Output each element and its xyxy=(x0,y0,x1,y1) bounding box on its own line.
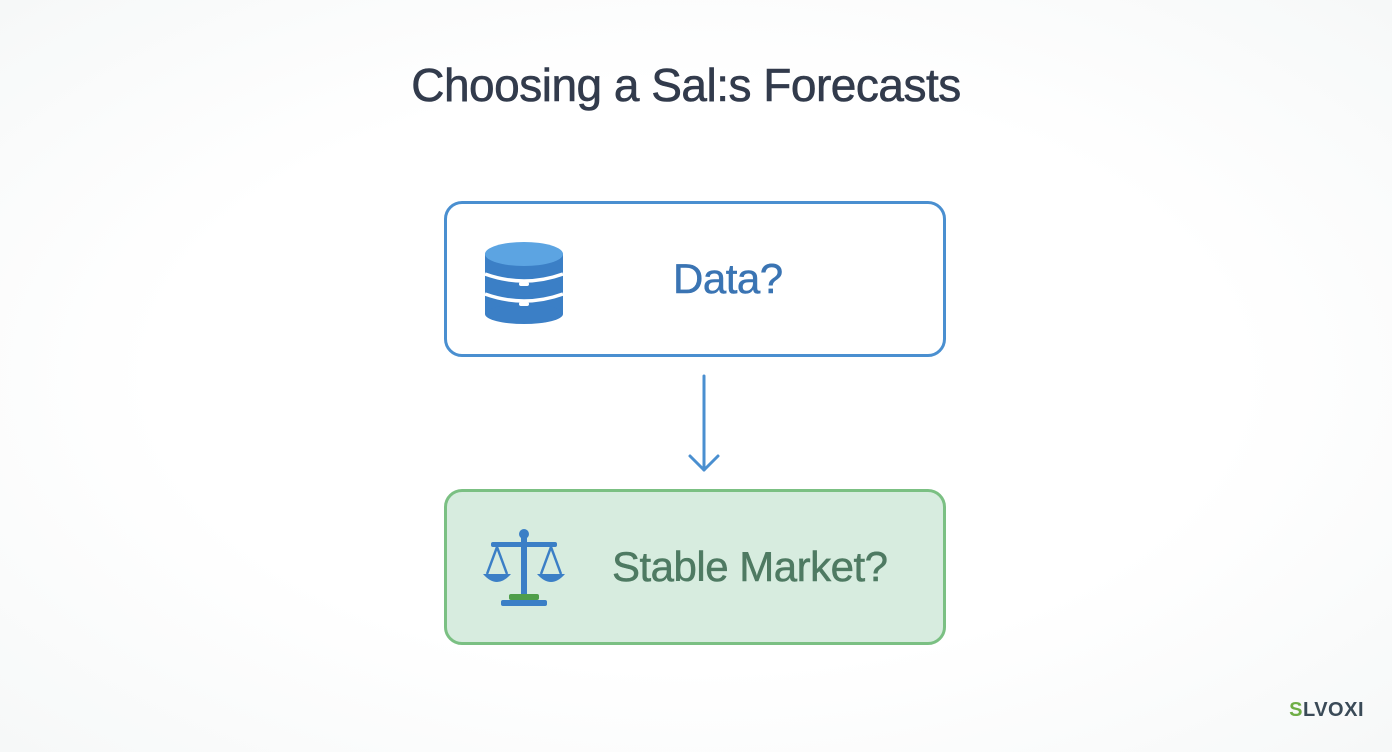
brand-logo: SLVOXI xyxy=(1289,699,1364,722)
balance-scale-icon xyxy=(483,529,565,606)
down-arrow-icon xyxy=(688,374,720,472)
node-market: Stable Market? xyxy=(444,489,946,645)
node-market-label: Stable Market? xyxy=(612,543,888,591)
diagram-title: Choosing a Sal:s Forecasts xyxy=(411,59,962,112)
database-icon xyxy=(484,242,564,324)
brand-logo-rest: LVOXI xyxy=(1302,699,1364,721)
node-data-label: Data? xyxy=(673,255,784,303)
node-data: Data? xyxy=(444,201,946,357)
brand-logo-first: S xyxy=(1289,699,1303,721)
